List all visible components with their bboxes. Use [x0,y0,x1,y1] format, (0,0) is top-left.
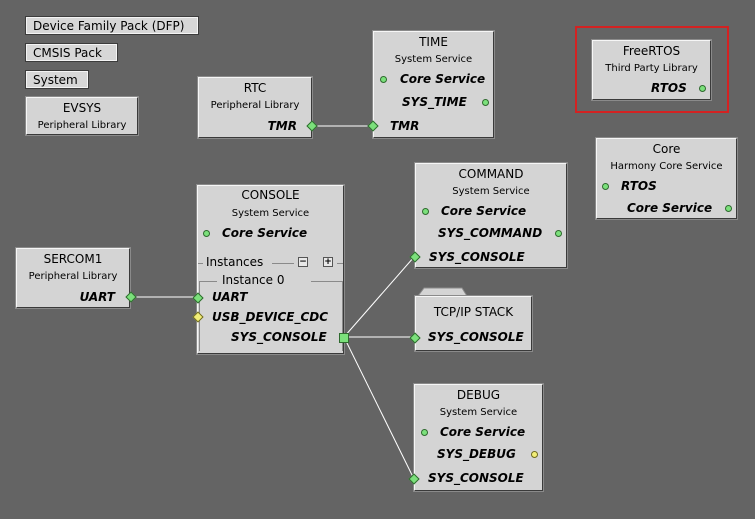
freertos-selection-outline [575,26,729,113]
console-uart-label: UART [212,290,248,304]
debug-title: DEBUG [456,388,501,402]
core-core-service-label: Core Service [627,201,713,215]
instance0-divider-right [311,281,343,282]
tcpip-stack-component[interactable]: TCP/IP STACK SYS_CONSOLE [409,295,533,352]
debug-sys-debug-connector[interactable] [531,451,538,458]
wire-console-debug [343,336,415,480]
freertos-rtos-label: RTOS [651,81,687,95]
command-sys-console-connector[interactable] [409,251,421,263]
tcpip-sys-console-label: SYS_CONSOLE [428,330,524,344]
debug-sys-console-connector[interactable] [408,473,420,485]
tcpip-sys-console-connector[interactable] [409,332,421,344]
console-sys-console-connector[interactable] [339,333,349,343]
time-sys-time-label: SYS_TIME [402,95,467,109]
debug-core-service-label: Core Service [440,425,526,439]
sercom1-subtitle: Peripheral Library [28,271,118,282]
rtc-tmr-port-label: TMR [267,119,297,133]
tcpip-folder-tab [418,287,468,297]
command-component[interactable]: COMMAND System Service Core Service SYS_… [409,162,568,269]
rtc-component[interactable]: RTC Peripheral Library TMR [197,76,318,139]
instances-divider-left [198,263,203,264]
debug-subtitle: System Service [439,407,518,418]
freertos-title: FreeRTOS [622,44,681,58]
core-rtos-label: RTOS [621,179,657,193]
sercom1-component[interactable]: SERCOM1 Peripheral Library UART [15,247,137,309]
core-title: Core [652,142,681,156]
command-sys-command-connector[interactable] [555,230,562,237]
debug-component[interactable]: DEBUG System Service Core Service SYS_DE… [408,383,544,492]
rtc-subtitle: Peripheral Library [210,100,300,111]
console-core-service-connector[interactable] [203,230,210,237]
tcpip-title: TCP/IP STACK [433,305,514,319]
console-sys-console-label: SYS_CONSOLE [231,330,327,344]
command-sys-command-label: SYS_COMMAND [438,226,543,240]
rtc-title: RTC [243,81,267,95]
instance0-label: Instance 0 [222,273,285,287]
core-rtos-connector[interactable] [602,183,609,190]
evsys-subtitle: Peripheral Library [37,120,127,131]
console-title: CONSOLE [241,188,300,202]
debug-sys-console-label: SYS_CONSOLE [428,471,524,485]
instances-divider-right [272,263,294,264]
debug-core-service-connector[interactable] [421,429,428,436]
freertos-component[interactable]: FreeRTOS Third Party Library RTOS [591,39,712,101]
time-component[interactable]: TIME System Service Core Service SYS_TIM… [367,30,495,139]
core-core-service-connector[interactable] [725,205,732,212]
time-sys-time-connector[interactable] [482,99,489,106]
command-title: COMMAND [458,167,524,181]
freertos-rtos-connector[interactable] [699,85,706,92]
time-title: TIME [419,35,448,49]
console-core-service-label: Core Service [222,226,308,240]
debug-sys-debug-label: SYS_DEBUG [437,447,516,461]
command-core-service-connector[interactable] [422,208,429,215]
time-core-service-connector[interactable] [380,76,387,83]
core-component[interactable]: Core Harmony Core Service RTOS Core Serv… [595,137,738,220]
console-uart-connector[interactable] [192,292,204,304]
system-button[interactable]: System [25,70,89,89]
console-usb-cdc-connector[interactable] [192,311,204,323]
cmsis-pack-button[interactable]: CMSIS Pack [25,43,118,62]
console-subtitle: System Service [231,208,310,219]
command-subtitle: System Service [452,186,530,197]
command-core-service-label: Core Service [441,204,527,218]
command-sys-console-label: SYS_CONSOLE [429,250,525,264]
sercom1-uart-label: UART [79,290,115,304]
console-component[interactable]: CONSOLE System Service Core Service Inst… [192,184,349,355]
time-tmr-connector[interactable] [367,120,379,132]
instances-label: Instances [206,255,264,269]
core-subtitle: Harmony Core Service [610,161,723,172]
instances-divider-end [337,263,343,264]
console-usb-cdc-label: USB_DEVICE_CDC [212,310,329,324]
time-core-service-label: Core Service [400,72,486,86]
sercom1-title: SERCOM1 [43,252,103,266]
rtc-tmr-port-connector[interactable] [306,120,318,132]
evsys-component[interactable]: EVSYS Peripheral Library [25,96,139,136]
evsys-title: EVSYS [62,101,102,115]
dfp-button[interactable]: Device Family Pack (DFP) [25,16,199,35]
instance0-divider-left [199,281,217,282]
wire-console-command [343,256,415,338]
add-instance-button[interactable]: + [323,257,333,267]
time-tmr-label: TMR [390,119,420,133]
time-subtitle: System Service [394,54,473,65]
sercom1-uart-connector[interactable] [125,291,137,303]
freertos-subtitle: Third Party Library [605,63,698,74]
instance0-frame-right [342,281,343,351]
remove-instance-button[interactable]: − [298,257,308,267]
